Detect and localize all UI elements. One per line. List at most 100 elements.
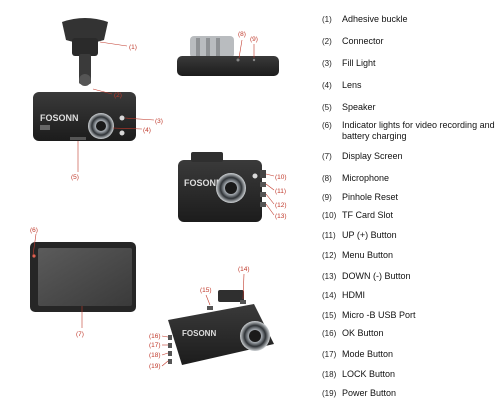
legend-number: (8) — [322, 174, 332, 183]
badge — [40, 125, 50, 130]
callout-5: (5) — [71, 174, 79, 181]
usb-port — [207, 306, 213, 310]
display-screen — [38, 248, 132, 306]
legend-label: TF Card Slot — [342, 210, 394, 220]
legend-label: Display Screen — [342, 151, 403, 161]
legend-number: (2) — [322, 37, 332, 46]
legend-item: (18) LOCK Button — [322, 369, 498, 380]
hdmi-port — [240, 300, 246, 304]
legend-item: (4) Lens — [322, 80, 498, 91]
callout-1: (1) — [129, 44, 137, 51]
legend-item: (17) Mode Button — [322, 349, 498, 360]
legend-number: (15) — [322, 311, 337, 320]
legend-item: (8) Microphone — [322, 173, 498, 184]
legend-number: (3) — [322, 59, 332, 68]
legend-label: Power Button — [342, 388, 397, 398]
legend-label: Fill Light — [342, 58, 376, 68]
legend-number: (5) — [322, 103, 332, 112]
fill-light — [119, 115, 125, 121]
legend-label: Indicator lights for video recording and… — [342, 120, 495, 141]
legend-item: (13) DOWN (-) Button — [322, 271, 498, 282]
callout-10: (10) — [275, 174, 287, 181]
callout-4: (4) — [143, 127, 151, 134]
legend-item: (12) Menu Button — [322, 250, 498, 261]
legend-number: (7) — [322, 152, 332, 161]
legend-label: UP (+) Button — [342, 230, 397, 240]
legend-number: (13) — [322, 272, 337, 281]
side-view-camera: FOSONN — [178, 152, 266, 222]
legend-label: Connector — [342, 36, 384, 46]
brand-logo: FOSONN — [40, 113, 79, 123]
side-view-callouts: (10) (11) (12) (13) — [265, 173, 287, 220]
callout-17: (17) — [149, 342, 161, 349]
legend-item: (10) TF Card Slot — [322, 210, 498, 221]
callout-18: (18) — [149, 352, 161, 359]
top-view-callouts: (8) (9) — [238, 31, 258, 59]
front-view-callouts: (1) (2) (3) (4) (5) — [71, 41, 163, 181]
lens-rear-center — [249, 330, 261, 342]
legend-item: (1) Adhesive buckle — [322, 14, 498, 25]
legend-number: (1) — [322, 15, 332, 24]
legend-number: (19) — [322, 389, 337, 398]
legend-number: (10) — [322, 211, 337, 220]
callout-14: (14) — [238, 266, 250, 273]
brand-logo-side: FOSONN — [184, 178, 223, 188]
legend-label: Lens — [342, 80, 362, 90]
legend-label: OK Button — [342, 328, 384, 338]
up-button — [260, 182, 266, 187]
back-view-callouts: (6) (7) — [30, 227, 84, 338]
callout-12: (12) — [275, 202, 287, 209]
legend-label: Adhesive buckle — [342, 14, 408, 24]
top-body — [177, 56, 279, 76]
microphone — [236, 58, 240, 62]
lens-side-center — [225, 182, 237, 194]
legend-label: DOWN (-) Button — [342, 271, 411, 281]
legend-item: (11) UP (+) Button — [322, 230, 498, 241]
speaker-grille — [70, 137, 86, 140]
legend-number: (6) — [322, 121, 332, 130]
rear-side-view-callouts: (14) (15) (16) (17) (18) (19) — [149, 266, 250, 370]
legend-number: (18) — [322, 370, 337, 379]
legend-number: (14) — [322, 291, 337, 300]
indicator-light — [32, 254, 36, 258]
menu-button — [260, 192, 266, 197]
legend-label: Micro -B USB Port — [342, 310, 416, 320]
callout-6: (6) — [30, 227, 38, 234]
legend-number: (12) — [322, 251, 337, 260]
adhesive-buckle — [62, 18, 108, 43]
power-button — [168, 359, 172, 364]
callout-15: (15) — [200, 287, 212, 294]
legend-number: (17) — [322, 350, 337, 359]
callout-3: (3) — [155, 118, 163, 125]
legend-item: (2) Connector — [322, 36, 498, 47]
legend-item: (6) Indicator lights for video recording… — [322, 120, 498, 142]
brand-logo-rear: FOSONN — [182, 329, 216, 338]
side-mount — [191, 152, 223, 162]
lock-button — [168, 351, 172, 356]
legend-number: (11) — [322, 231, 336, 240]
legend-item: (19) Power Button — [322, 388, 498, 399]
down-button — [260, 202, 266, 207]
front-view-camera: FOSONN — [33, 18, 136, 141]
rear-side-view-camera: FOSONN — [168, 290, 274, 365]
legend-label: Microphone — [342, 173, 390, 183]
legend-item: (5) Speaker — [322, 102, 498, 113]
mode-button — [168, 343, 172, 348]
barrel-ridge — [196, 38, 200, 56]
fill-light-side — [252, 173, 258, 179]
legend-number: (4) — [322, 81, 332, 90]
lens-center — [96, 121, 106, 131]
rear-body — [168, 304, 274, 365]
callout-19: (19) — [149, 363, 161, 370]
barrel-ridge — [216, 38, 220, 56]
legend-label: Pinhole Reset — [342, 192, 399, 202]
callout-7: (7) — [76, 331, 84, 338]
rear-mount — [218, 290, 244, 302]
lens-barrel — [190, 36, 234, 58]
legend-label: HDMI — [342, 290, 365, 300]
mount-arm — [72, 38, 98, 56]
callout-11: (11) — [275, 188, 286, 195]
callout-9: (9) — [250, 36, 258, 43]
legend-label: Menu Button — [342, 250, 394, 260]
legend-item: (7) Display Screen — [322, 151, 498, 162]
